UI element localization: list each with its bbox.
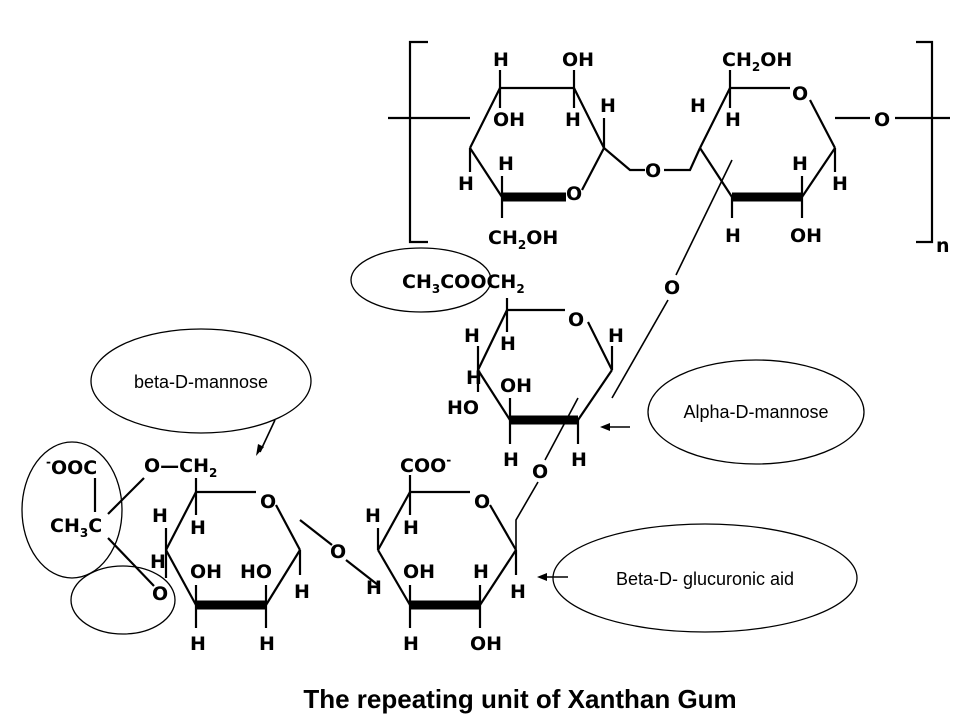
glucuronic-oh-bottom: OH: [470, 633, 502, 655]
beta-mannose-ho: HO: [240, 561, 272, 583]
repeat-bracket-left: [408, 40, 428, 244]
alpha-mannose-oh: OH: [500, 375, 532, 397]
ring1-h-inner: H: [565, 109, 581, 131]
alpha-mannose-h-right: H: [608, 325, 624, 347]
glycosidic-bond-top: [664, 147, 702, 172]
glucuronic-h-mid-right: H: [473, 561, 489, 583]
alpha-mannose-callout-label: Alpha-D-mannose: [683, 402, 828, 422]
ring1-h-left: H: [458, 173, 474, 195]
side-chain-o-lower: O: [532, 461, 548, 483]
acetyl-highlight-ellipse: [350, 247, 492, 313]
beta-mannose-h-bottom-right: H: [259, 633, 275, 655]
alpha-mannose-acetyl-group: CH3COOCH2: [402, 271, 525, 296]
ring2-h-bottom: H: [725, 225, 741, 247]
beta-mannose-ring: [164, 478, 302, 628]
ring2-ch2oh: CH2OH: [722, 49, 792, 74]
alpha-mannose-h-bottom-right: H: [571, 449, 587, 471]
beta-mannose-h-left-top: H: [152, 505, 168, 527]
ring1-o-ring: O: [566, 183, 582, 205]
pyruvate-bond-to-o-lower: [107, 537, 155, 587]
beta-mannose-callout-bubble: [90, 328, 312, 434]
glucuronic-callout-label: Beta-D- glucuronic aid: [616, 569, 794, 589]
beta-mannose-o-lower: O: [152, 583, 168, 605]
alpha-mannose-h-left-top: H: [464, 325, 480, 347]
ring1-oh-top-right: OH: [562, 49, 594, 71]
alpha-mannose-ring: [476, 298, 614, 444]
beta-mannose-callout-label: beta-D-mannose: [134, 372, 268, 392]
alpha-mannose-h-bottom-left: H: [503, 449, 519, 471]
repeat-subscript-n: n: [936, 235, 950, 257]
glucose-ring-2: [699, 70, 870, 218]
ring2-h-inner: H: [725, 109, 741, 131]
side-chain-bond-mid: [611, 299, 669, 399]
beta-mannose-h-inner: H: [190, 517, 206, 539]
glycosidic-o-top: O: [645, 160, 661, 182]
side-chain-bond-upper: [675, 159, 733, 276]
ring1-h-top-left: H: [493, 49, 509, 71]
o-link-highlight-ellipse: [70, 565, 176, 635]
side-chain-bond-to-glucuronic: [515, 481, 539, 550]
ring2-oh-bottom: OH: [790, 225, 822, 247]
ring2-o-link: O: [874, 109, 890, 131]
ring2-h-right-mid: H: [792, 153, 808, 175]
side-chain-o-upper: O: [664, 277, 680, 299]
diagram-title: The repeating unit of Xanthan Gum: [303, 684, 736, 714]
glycosidic-o-bottom: O: [330, 541, 346, 563]
ring1-h-right: H: [600, 95, 616, 117]
alpha-mannose-o-ring: O: [568, 309, 584, 331]
pyruvate-bond-to-o-ch2: [107, 477, 145, 515]
alpha-mannose-callout-bubble: [647, 359, 865, 465]
ring2-h-right: H: [832, 173, 848, 195]
beta-mannose-h-right: H: [294, 581, 310, 603]
glucuronic-coo-minus: COO-: [400, 453, 451, 477]
alpha-mannose-ho: HO: [447, 397, 479, 419]
beta-mannose-h-bottom-left: H: [190, 633, 206, 655]
beta-mannose-callout-arrowhead: [256, 444, 264, 456]
alpha-mannose-h-inner: H: [500, 333, 516, 355]
beta-mannose-o-ring: O: [260, 491, 276, 513]
pyruvate-ch3c: CH3C: [50, 515, 102, 540]
glucuronic-o-ring: O: [474, 491, 490, 513]
glucuronic-h-bottom: H: [403, 633, 419, 655]
glycosidic-bond-bottom-left: [299, 519, 333, 546]
pyruvate-highlight-ellipse: [21, 441, 123, 579]
beta-mannose-h-left: H: [150, 551, 166, 573]
beta-mannose-oh: OH: [190, 561, 222, 583]
glucuronic-h-inner: H: [403, 517, 419, 539]
glucuronic-oh: OH: [403, 561, 435, 583]
ring2-o-ring: O: [792, 83, 808, 105]
ring1-h-mid: H: [498, 153, 514, 175]
side-chain-bond-lower: [544, 397, 579, 461]
glycosidic-bond-bottom-right: [345, 559, 379, 586]
alpha-mannose-callout-arrowhead: [600, 423, 610, 431]
glucuronic-callout-arrowhead: [537, 573, 547, 581]
repeat-bracket-right: [916, 40, 934, 244]
ring1-ch2oh: CH2OH: [488, 227, 558, 252]
beta-mannose-o-ch2: O—CH2: [144, 455, 217, 480]
alpha-mannose-h-left: H: [466, 367, 482, 389]
glucuronic-acid-ring: [376, 475, 518, 628]
glucuronic-h-right: H: [510, 581, 526, 603]
ring1-oh-inner: OH: [493, 109, 525, 131]
glucose-ring-1: [468, 70, 645, 218]
glucuronic-h-left: H: [366, 577, 382, 599]
pyruvate-ooc-minus: -OOC: [46, 455, 97, 479]
glucuronic-h-left-top: H: [365, 505, 381, 527]
glucuronic-callout-bubble: [552, 523, 858, 633]
ring2-h-left-outer: H: [690, 95, 706, 117]
